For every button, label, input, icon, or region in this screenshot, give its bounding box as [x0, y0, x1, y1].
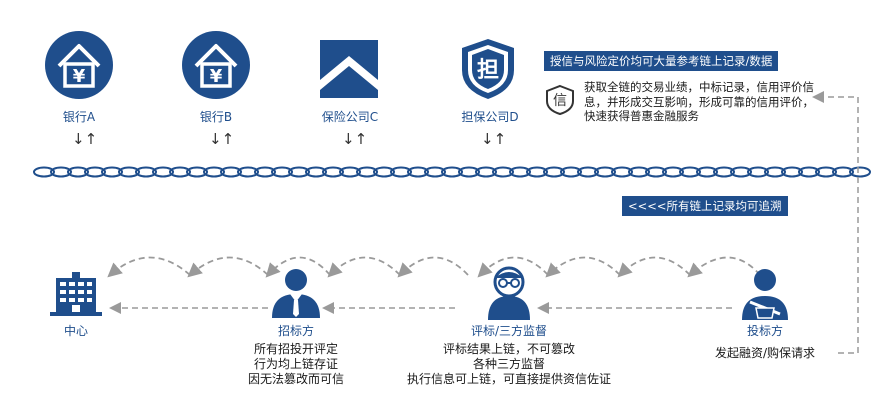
svg-text:¥: ¥: [73, 66, 86, 87]
credit-info-icon: 信: [544, 84, 576, 116]
chain-link: [186, 166, 208, 178]
chain-link: [747, 166, 769, 178]
bidder-note: 发起融资/购保请求: [714, 346, 816, 360]
chain-link: [67, 166, 89, 178]
chain-link: [781, 166, 803, 178]
guarantee-glyph: 担: [476, 58, 499, 83]
chain-link: [101, 166, 123, 178]
tenderer-note: 所有招投开评定 行为均上链存证 因无法篡改而可信: [226, 342, 366, 387]
chain-link: [577, 166, 599, 178]
tenderer-icon: [266, 268, 326, 318]
chain-link: [662, 166, 684, 178]
chain-link: [271, 166, 293, 178]
chain-link: [305, 166, 327, 178]
chain-link: [441, 166, 463, 178]
chain-link: [237, 166, 259, 178]
chain-link: [713, 166, 735, 178]
chain-link: [118, 166, 140, 178]
dashed-arcs: [107, 256, 761, 278]
chain-link: [679, 166, 701, 178]
chain-link: [509, 166, 531, 178]
bank-b-label: 银行B: [199, 110, 233, 124]
chain-link: [611, 166, 633, 178]
svg-text:¥: ¥: [210, 66, 223, 87]
insurance-c-icon: [318, 38, 380, 100]
supervision-note: 评标结果上链，不可篡改 各种三方监督 执行信息可上链，可直接提供资信佐证: [384, 342, 634, 387]
chain-link: [50, 166, 72, 178]
supervisor-icon: [484, 264, 534, 320]
chain-link: [84, 166, 106, 178]
supervision-note-line: 执行信息可上链，可直接提供资信佐证: [406, 372, 611, 386]
chain-link: [849, 166, 871, 178]
chain-link: [730, 166, 752, 178]
chain-link: [169, 166, 191, 178]
credit-reference-banner: 授信与风险定价均可大量参考链上记录/数据: [544, 51, 779, 71]
updown-arrow-icon: ↓↑: [72, 130, 98, 148]
chain-link: [424, 166, 446, 178]
chain-link: [628, 166, 650, 178]
chain-link: [696, 166, 718, 178]
tenderer-note-line: 行为均上链存证: [253, 357, 338, 371]
updown-arrow-icon: ↓↑: [209, 130, 235, 148]
supervision-label: 评标/三方监督: [470, 324, 548, 338]
chain-link: [645, 166, 667, 178]
chain-link: [815, 166, 837, 178]
chain-link: [33, 166, 55, 178]
chain-link: [832, 166, 854, 178]
chain-link: [288, 166, 310, 178]
tenderer-note-line: 所有招投开评定: [253, 342, 338, 356]
center-building-icon: [48, 272, 104, 318]
feedback-dashed-line: [812, 91, 859, 354]
chain-link: [458, 166, 480, 178]
chain-link: [152, 166, 174, 178]
blockchain-chain: [33, 166, 871, 178]
tenderer-label: 招标方: [277, 324, 314, 338]
center-label: 中心: [63, 324, 88, 338]
chain-link: [764, 166, 786, 178]
supervision-note-line: 各种三方监督: [472, 357, 545, 371]
chain-link: [560, 166, 582, 178]
chain-link: [356, 166, 378, 178]
chain-link: [526, 166, 548, 178]
credit-info-text: 获取全链的交易业绩，中标记录，信用评价信息，并形成交互影响，形成可靠的信用评价，…: [584, 80, 814, 123]
traceable-banner: <<<<所有链上记录均可追溯: [622, 196, 788, 216]
bank-b-icon: ¥: [181, 30, 251, 100]
tenderer-note-line: 因无法篡改而可信: [247, 372, 344, 386]
bidder-label: 投标方: [746, 324, 783, 338]
guarantee-d-label: 担保公司D: [461, 110, 519, 124]
chain-link: [339, 166, 361, 178]
updown-arrow-icon: ↓↑: [481, 130, 507, 148]
guarantee-d-shield-icon: 担: [457, 36, 519, 102]
chain-link: [594, 166, 616, 178]
chain-link: [543, 166, 565, 178]
bank-a-icon: ¥: [44, 30, 114, 100]
chain-link: [798, 166, 820, 178]
chain-link: [492, 166, 514, 178]
chain-link: [135, 166, 157, 178]
insurance-c-label: 保险公司C: [321, 110, 379, 124]
bank-a-label: 银行A: [62, 110, 96, 124]
chain-link: [407, 166, 429, 178]
chain-link: [322, 166, 344, 178]
chain-link: [203, 166, 225, 178]
chain-link: [220, 166, 242, 178]
chain-link: [390, 166, 412, 178]
chain-link: [373, 166, 395, 178]
bidder-icon: [738, 268, 792, 320]
chain-link: [254, 166, 276, 178]
updown-arrow-icon: ↓↑: [342, 130, 368, 148]
credit-info-glyph: 信: [553, 93, 567, 109]
supervision-note-line: 评标结果上链，不可篡改: [442, 342, 575, 356]
chain-link: [475, 166, 497, 178]
